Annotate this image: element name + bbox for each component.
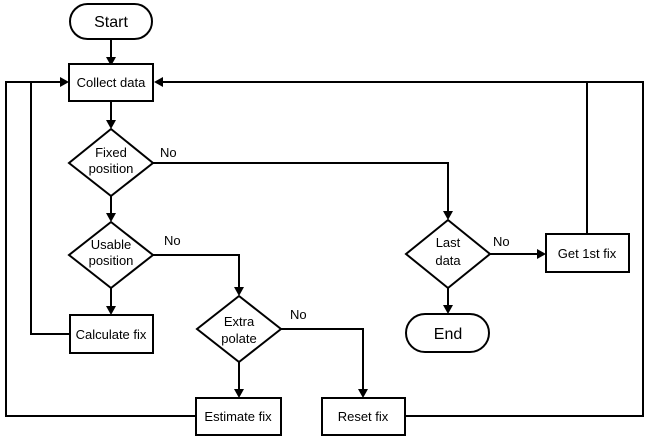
fixed-position-label-line2: position	[89, 161, 134, 176]
reset-fix-label: Reset fix	[338, 409, 389, 424]
end-label: End	[434, 326, 462, 343]
usable-position-label-line1: Usable	[91, 237, 131, 252]
get-1st-fix-label: Get 1st fix	[558, 246, 617, 261]
node-end: End	[405, 313, 490, 353]
node-extrapolate: Extra polate	[195, 294, 283, 364]
arrowhead	[106, 306, 116, 315]
arrowhead	[60, 77, 69, 87]
node-fixed-position: Fixed position	[67, 127, 155, 198]
edge-estimate-to-collect	[5, 81, 196, 417]
edges	[5, 39, 644, 417]
usable-position-label-line2: position	[89, 253, 134, 268]
terminal-shape	[69, 3, 153, 40]
arrowhead	[443, 305, 453, 314]
edge-extrapolate-no-to-reset	[281, 328, 364, 390]
arrowhead	[106, 57, 116, 66]
arrowhead	[358, 389, 368, 398]
node-calculate-fix: Calculate fix	[69, 314, 154, 354]
estimate-fix-label: Estimate fix	[204, 409, 272, 424]
terminal-shape	[405, 313, 490, 353]
last-data-label-line2: data	[435, 253, 461, 268]
edge-usable-no-to-extrapolate	[153, 254, 240, 288]
node-reset-fix: Reset fix	[321, 397, 406, 436]
edge-calculate-to-collect	[30, 81, 70, 335]
node-get-1st-fix: Get 1st fix	[545, 233, 630, 273]
process-shape	[545, 233, 630, 273]
start-label: Start	[94, 14, 128, 31]
usable-no-label: No	[164, 233, 181, 248]
edge-reset-to-collect	[162, 81, 644, 417]
arrowhead	[106, 120, 116, 129]
extrapolate-no-label: No	[290, 307, 307, 322]
node-estimate-fix: Estimate fix	[195, 397, 282, 436]
node-last-data: Last data	[404, 218, 492, 290]
arrowhead	[443, 211, 453, 220]
node-usable-position: Usable position	[67, 220, 155, 290]
arrowhead	[234, 287, 244, 296]
node-collect-data: Collect data	[68, 63, 154, 102]
extrapolate-label-line1: Extra	[224, 314, 255, 329]
process-shape	[68, 63, 154, 102]
last-no-label: No	[493, 234, 510, 249]
process-shape	[69, 314, 154, 354]
last-data-label-line1: Last	[436, 235, 461, 250]
process-shape	[321, 397, 406, 436]
node-start: Start	[69, 3, 153, 40]
arrowhead	[234, 389, 244, 398]
arrowhead	[154, 77, 163, 87]
decision-shape	[404, 218, 492, 290]
calculate-fix-label: Calculate fix	[76, 327, 147, 342]
fixed-no-label: No	[160, 145, 177, 160]
collect-data-label: Collect data	[77, 75, 146, 90]
decision-shape	[67, 220, 155, 290]
extrapolate-label-line2: polate	[221, 331, 256, 346]
arrowhead	[106, 213, 116, 222]
edge-fixed-no-to-last	[153, 162, 449, 212]
fixed-position-label-line1: Fixed	[95, 145, 127, 160]
decision-shape	[67, 127, 155, 198]
process-shape	[195, 397, 282, 436]
decision-shape	[195, 294, 283, 364]
arrowhead	[537, 249, 546, 259]
